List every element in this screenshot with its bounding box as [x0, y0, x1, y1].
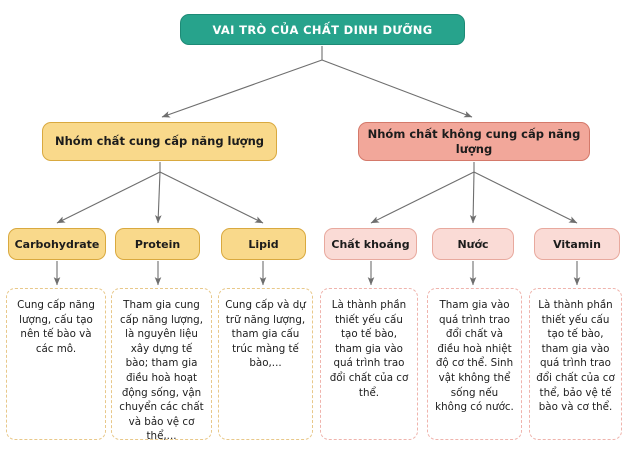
- node-category-chat-khoang: Chất khoáng: [324, 228, 417, 260]
- node-description-lipid: Cung cấp và dự trữ năng lượng, tham gia …: [218, 288, 313, 440]
- connector-energy-to-lipid: [159, 171, 264, 224]
- description-text: Là thành phần thiết yếu cấu tạo tế bào, …: [329, 299, 409, 399]
- node-description-vitamin: Là thành phần thiết yếu cấu tạo tế bào, …: [529, 288, 622, 440]
- node-category-lipid: Lipid: [221, 228, 306, 260]
- node-category-protein: Protein: [115, 228, 200, 260]
- connector-nonenergy-to-nuoc: [469, 171, 477, 224]
- connector-energy-to-carbohydrate: [56, 171, 161, 224]
- node-root-title: VAI TRÒ CỦA CHẤT DINH DƯỠNG: [180, 14, 465, 45]
- node-category-vitamin: Vitamin: [534, 228, 620, 260]
- description-text: Cung cấp năng lượng, cấu tạo nên tế bào …: [17, 299, 95, 355]
- connector-nonenergy-to-vitamin: [473, 171, 578, 224]
- node-category-nuoc: Nước: [432, 228, 514, 260]
- node-group-energy: Nhóm chất cung cấp năng lượng: [42, 122, 277, 161]
- node-category-carbohydrate: Carbohydrate: [8, 228, 106, 260]
- connector-nonenergy-to-chat-khoang: [370, 171, 475, 224]
- description-text: Tham gia vào quá trình trao đổi chất và …: [435, 299, 514, 414]
- description-text: Tham gia cung cấp năng lượng, là nguyên …: [119, 299, 204, 443]
- description-text: Là thành phần thiết yếu cấu tạo tế bào, …: [536, 299, 615, 414]
- connector-root-to-energy: [161, 59, 323, 118]
- node-description-carbohydrate: Cung cấp năng lượng, cấu tạo nên tế bào …: [6, 288, 106, 440]
- node-description-protein: Tham gia cung cấp năng lượng, là nguyên …: [111, 288, 212, 442]
- connector-energy-to-protein: [155, 171, 162, 224]
- connector-root-to-nonenergy: [321, 59, 473, 118]
- node-description-chat-khoang: Là thành phần thiết yếu cấu tạo tế bào, …: [320, 288, 418, 440]
- node-description-nuoc: Tham gia vào quá trình trao đổi chất và …: [427, 288, 522, 440]
- description-text: Cung cấp và dự trữ năng lượng, tham gia …: [225, 299, 306, 370]
- node-group-non-energy: Nhóm chất không cung cấp năng lượng: [358, 122, 590, 161]
